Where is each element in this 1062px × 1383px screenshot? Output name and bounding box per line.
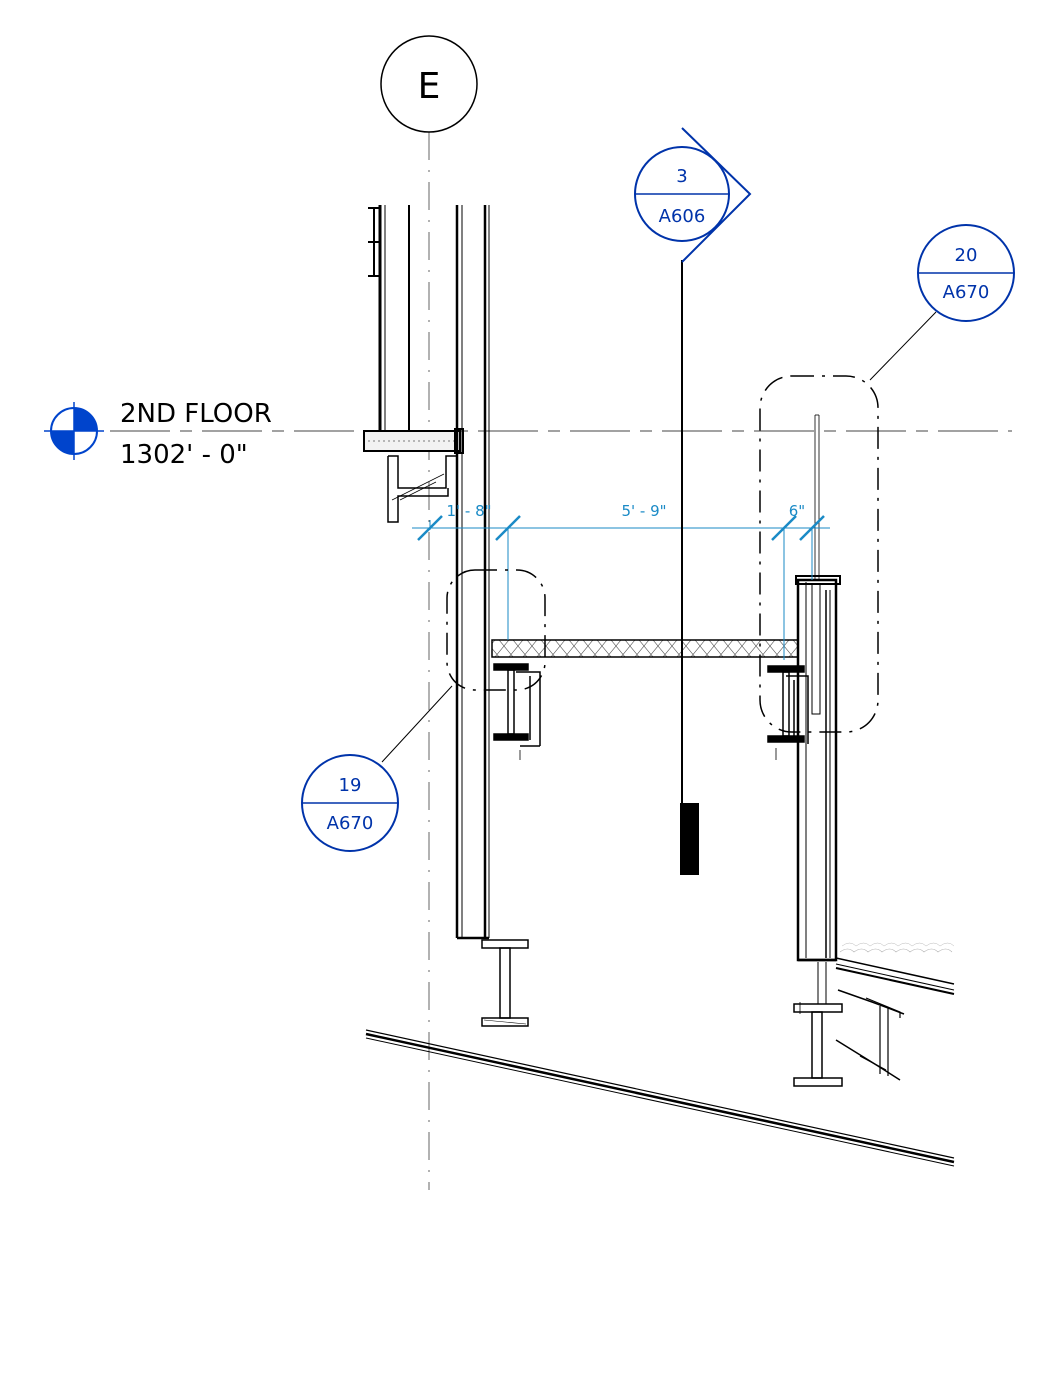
w-beam-lower-left (481, 939, 529, 1027)
w-beam-left-support (493, 663, 541, 760)
bridge-slab (491, 639, 799, 658)
w-beam-right-support (767, 665, 809, 760)
level-elevation: 1302' - 0" (120, 440, 248, 470)
right-wall (795, 414, 841, 962)
level-2nd-floor: 2ND FLOOR 1302' - 0" (44, 399, 1012, 470)
roof-slope-right (835, 942, 955, 1081)
section-sheet: A606 (659, 206, 706, 227)
exterior-wall-upper (368, 205, 410, 430)
callout-sheet: A670 (943, 282, 990, 303)
level-head-icon[interactable] (44, 402, 104, 460)
section-marker[interactable]: 3 A606 (634, 127, 752, 875)
dimension-value: 5' - 9" (621, 502, 666, 520)
callout-number: 19 (339, 775, 362, 796)
dimension-value: 6" (789, 502, 805, 520)
w-beam-lower-right (793, 962, 843, 1087)
callout-sheet: A670 (327, 813, 374, 834)
floor-slab (363, 428, 464, 523)
dimension-string: 1' - 8" 5' - 9" 6" (412, 502, 830, 660)
grid-bubble[interactable] (380, 35, 478, 133)
dimension-value: 1' - 8" (446, 502, 491, 520)
section-number: 3 (676, 166, 687, 187)
callout-number: 20 (955, 245, 978, 266)
roof-slope-bottom (365, 1029, 955, 1167)
grid-line-e: E (380, 35, 478, 1190)
main-wall (455, 205, 490, 940)
grid-label: E (418, 66, 441, 107)
detail-callout-20[interactable]: 20 A670 (759, 224, 1015, 733)
detail-callout-19[interactable]: 19 A670 (301, 569, 546, 852)
level-name: 2ND FLOOR (120, 399, 272, 429)
